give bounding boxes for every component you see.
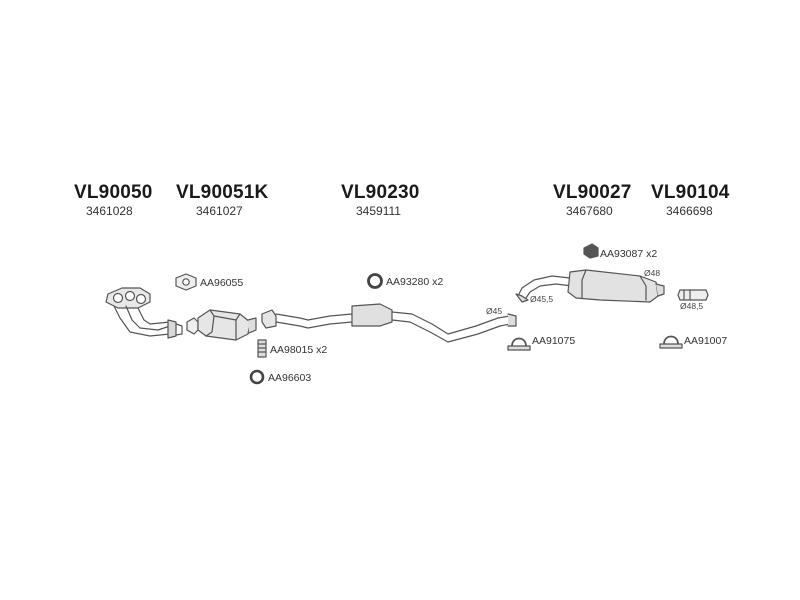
label-clamp-a: AA91075 (532, 335, 576, 347)
gasket-front-icon (175, 273, 197, 291)
front-pipe-drawing (105, 287, 183, 339)
rear-silencer-drawing (515, 269, 665, 303)
ring-small-icon (249, 369, 265, 385)
part-number-vl90050: 3461028 (86, 204, 133, 218)
part-number-vl90104: 3466698 (666, 204, 713, 218)
bolts-icon (257, 339, 267, 358)
rubber-mount-icon (583, 243, 599, 259)
label-bolts: AA98015 x2 (270, 344, 328, 356)
part-number-vl90027: 3467680 (566, 204, 613, 218)
clamp-ring-icon (367, 273, 383, 289)
tail-pipe-drawing (677, 289, 709, 301)
label-clamp-ring: AA93280 x2 (386, 276, 444, 288)
label-clamp-b: AA91007 (684, 335, 728, 347)
diameter-48-5: Ø48,5 (680, 301, 704, 311)
part-code-vl90104: VL90104 (651, 182, 730, 203)
middle-pipe-drawing (261, 303, 517, 343)
part-number-vl90051k: 3461027 (196, 204, 243, 218)
catalytic-converter-drawing (186, 309, 257, 341)
label-rubber-mount: AA93087 x2 (600, 248, 658, 260)
diameter-45-5: Ø45,5 (530, 294, 554, 304)
diameter-45: Ø45 (486, 306, 503, 316)
part-code-vl90050: VL90050 (74, 182, 153, 203)
clamp-a-icon (507, 337, 531, 351)
part-code-vl90230: VL90230 (341, 182, 420, 203)
label-ring-small: AA96603 (268, 372, 312, 384)
clamp-b-icon (659, 335, 683, 349)
part-number-vl90230: 3459111 (356, 204, 401, 218)
diameter-48: Ø48 (644, 268, 661, 278)
label-gasket-front: AA96055 (200, 277, 244, 289)
part-code-vl90027: VL90027 (553, 182, 632, 203)
part-code-vl90051k: VL90051K (176, 182, 269, 203)
